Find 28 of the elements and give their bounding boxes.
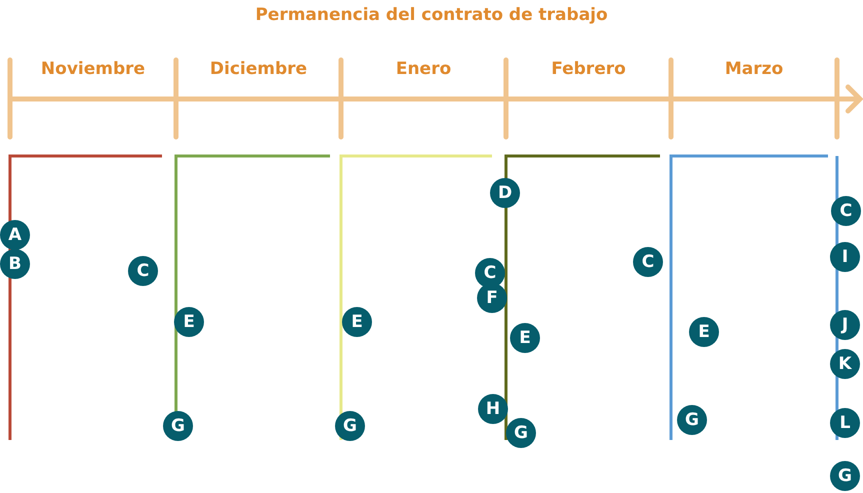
letter-marker: I [830,242,860,272]
letter-marker: H [478,394,508,424]
month-label: Enero [394,59,452,79]
letter-marker: E [174,307,204,337]
letter-marker: A [0,220,30,250]
letter-marker: J [830,310,860,340]
letter-marker: G [163,411,193,441]
letter-marker: K [830,349,860,379]
letter-marker: G [677,405,707,435]
letter-marker: B [0,249,30,279]
letter-marker: E [342,307,372,337]
letter-marker: G [830,461,860,491]
letter-marker: L [830,408,860,438]
letter-marker: G [335,411,365,441]
month-label: Febrero [550,59,627,79]
month-label: Diciembre [208,59,308,79]
letter-marker: E [510,323,540,353]
month-label: Noviembre [40,59,146,79]
month-label: Marzo [724,59,784,79]
letter-marker: G [506,418,536,448]
letter-marker: C [831,196,861,226]
chart-title: Permanencia del contrato de trabajo [254,5,609,25]
letter-marker: E [689,317,719,347]
letter-marker: C [128,256,158,286]
letter-marker: C [633,247,663,277]
letter-marker: F [477,283,507,313]
letter-marker: C [475,258,505,288]
letter-marker: D [490,178,520,208]
